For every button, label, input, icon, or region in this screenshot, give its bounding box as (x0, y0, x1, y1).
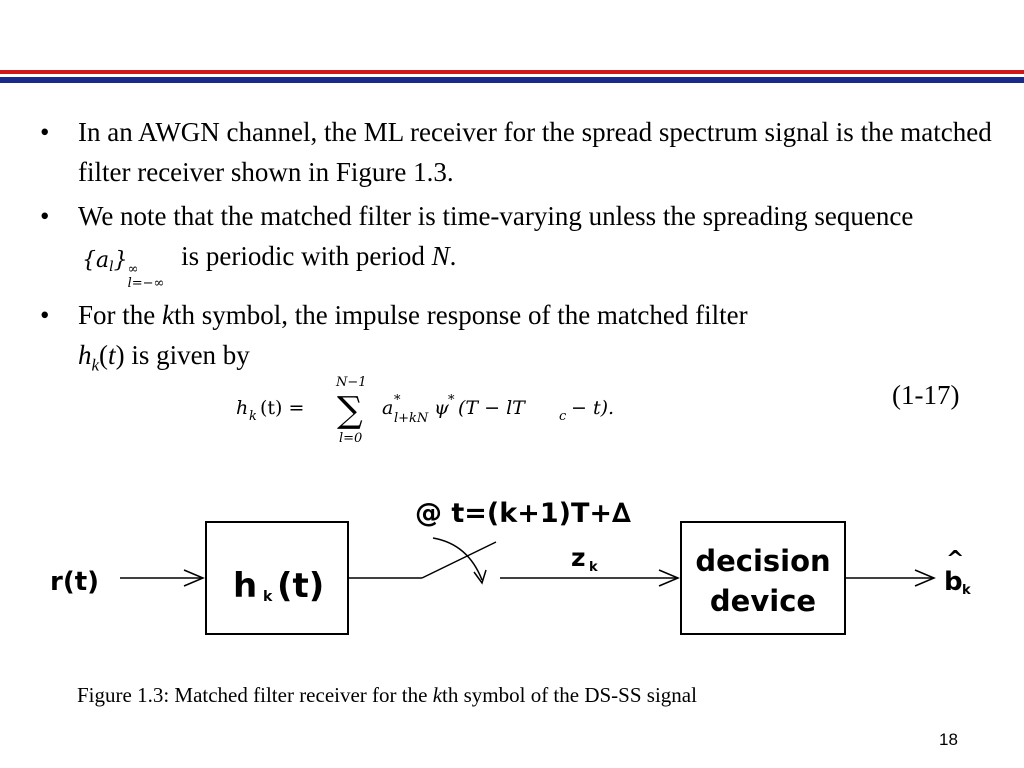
filter-arg: (t) (277, 566, 324, 606)
bullet-dot-icon: • (40, 117, 50, 147)
sequence-notation: {al}∞l=−∞ (82, 241, 164, 291)
bullet-item-1: • In an AWGN channel, the ML receiver fo… (38, 112, 998, 192)
eq-term-rest-sub: c (559, 409, 567, 424)
seq-limits: ∞l=−∞ (128, 263, 165, 291)
z-label: z (571, 543, 586, 572)
eq-term-a-sub: l+kN (394, 411, 429, 426)
period-end: . (449, 241, 457, 271)
k-variable: k (162, 300, 174, 330)
filter-block (205, 521, 349, 635)
arrow-z-head-icon (658, 569, 680, 587)
eq-term-rest-b: − t). (571, 397, 614, 419)
h-variable: h (78, 340, 92, 370)
header-rule-red (0, 70, 1024, 74)
sample-time-label: @ t=(k+1)T+∆ (415, 498, 631, 529)
seq-low: l=−∞ (127, 276, 165, 291)
figure-caption: Figure 1.3: Matched filter receiver for … (77, 683, 697, 708)
caption-text: Figure 1.3: Matched filter receiver for … (77, 683, 428, 707)
bullet-text: We note that the matched filter is time-… (78, 201, 914, 231)
switch-pointer-arrow (432, 537, 483, 581)
bullet-dot-icon: • (40, 201, 50, 231)
eq-sum-top: N−1 (335, 375, 367, 390)
eq-term-rest-a: (T − lT (458, 397, 526, 419)
bullet-text: For the (78, 300, 156, 330)
bullet-text: In an AWGN channel, the ML receiver for … (78, 117, 992, 187)
eq-term-psi-sup: * (448, 393, 455, 408)
block-diagram: r(t) h k (t) @ t=(k+1)T+∆ z k decision d… (50, 498, 971, 635)
h-subscript: k (91, 355, 100, 375)
eq-sum-symbol: ∑ (337, 390, 363, 431)
decision-line-2: device (710, 584, 816, 618)
equation-1-17: h k (t) = N−1 ∑ l=0 a * l+kN ψ * (T − lT… (236, 375, 614, 446)
eq-term-a: a (382, 397, 393, 419)
seq-close: } (113, 248, 128, 273)
eq-sum-bottom: l=0 (339, 431, 362, 446)
input-signal-label: r(t) (50, 567, 99, 597)
arrow-input-head-icon (183, 569, 205, 587)
arrow-output-head-icon (914, 569, 936, 587)
header-rule-blue (0, 77, 1024, 83)
period-variable: N (431, 241, 450, 271)
z-sub: k (589, 560, 598, 575)
paren-close: ) (115, 340, 125, 370)
bullet-text-after: is given by (131, 340, 250, 370)
bullet-item-3: • For the kth symbol, the impulse respon… (38, 295, 998, 385)
seq-base: {a (82, 248, 110, 273)
switch-pointer-head-icon (473, 569, 487, 585)
bullet-text-mid: th symbol, the impulse response of the m… (173, 300, 748, 330)
caption-k-variable: k (432, 683, 443, 707)
eq-term-psi: ψ (434, 397, 450, 419)
eq-lhs-arg: (t) = (260, 397, 304, 419)
decision-line-1: decision (695, 544, 830, 578)
caption-text-after: th symbol of the DS-SS signal (442, 683, 697, 707)
filter-h: h (233, 566, 257, 606)
eq-term-a-sup: * (394, 393, 401, 408)
seq-sub: l (109, 259, 114, 275)
seq-sup: ∞ (127, 262, 139, 277)
equation-number: (1-17) (892, 380, 960, 410)
bullet-item-2: • We note that the matched filter is tim… (38, 196, 998, 291)
sampling-switch-icon (421, 541, 497, 579)
filter-sub: k (263, 589, 273, 605)
page-number: 18 (939, 730, 958, 749)
paren-open: ( (99, 340, 109, 370)
output-sub: k (962, 583, 971, 598)
bullet-dot-icon: • (40, 300, 50, 330)
t-variable: t (108, 340, 116, 370)
output-label: b (944, 567, 963, 597)
bullet-list: • In an AWGN channel, the ML receiver fo… (38, 112, 998, 389)
bullet-text-after: is periodic with period (181, 241, 425, 271)
eq-lhs-sub: k (249, 409, 257, 424)
eq-lhs: h (236, 397, 248, 419)
output-hat: ^ (946, 547, 964, 572)
